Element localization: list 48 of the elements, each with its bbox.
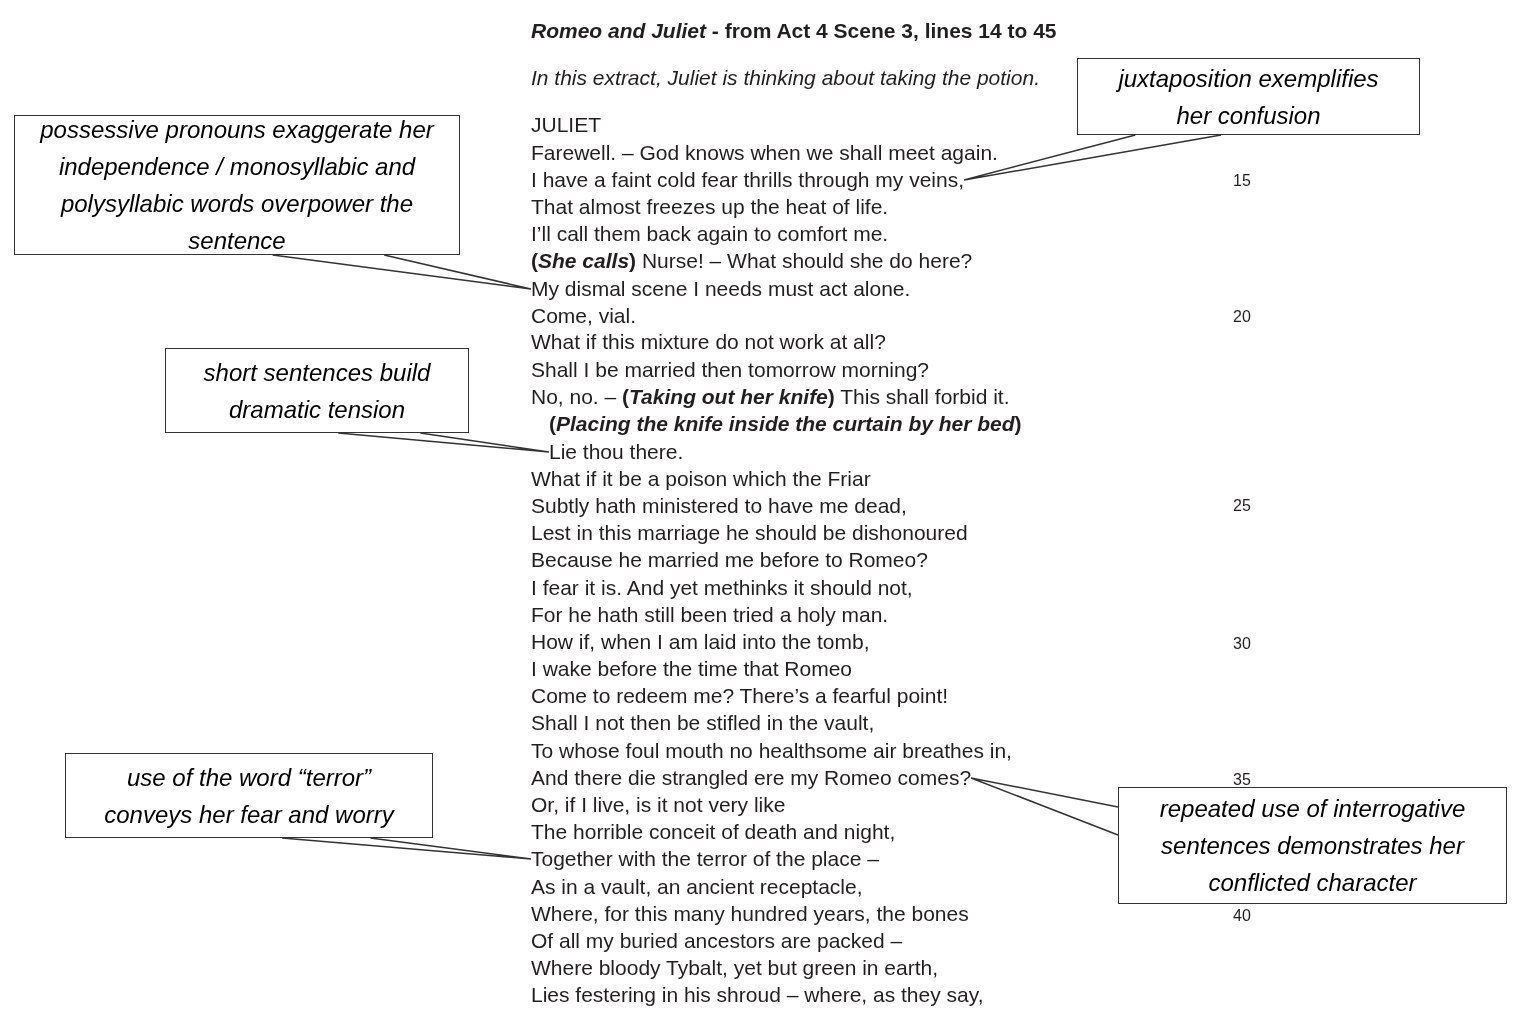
verse-line: Lies festering in his shroud – where, as they say,: [531, 982, 984, 1008]
line-number: 25: [1233, 496, 1251, 516]
verse-line: Or, if I live, is it not very like: [531, 792, 786, 818]
verse-line: For he hath still been tried a holy man.: [531, 602, 889, 628]
verse-line: Where, for this many hundred years, the bones: [531, 901, 969, 927]
verse-line: Shall I not then be stifled in the vault,: [531, 710, 875, 736]
verse-line: I fear it is. And yet methinks it should not,: [531, 575, 913, 601]
callout-pointer: [970, 777, 1119, 836]
verse-line: Come, vial.: [531, 303, 637, 329]
verse-line: I have a faint cold fear thrills through my veins,: [531, 167, 965, 193]
callout-pointer: [963, 134, 1222, 181]
verse-line: Together with the terror of the place –: [531, 846, 879, 872]
title: Romeo and Juliet - from Act 4 Scene 3, lines 14 to 45: [531, 18, 1057, 44]
verse-line: And there die strangled ere my Romeo comes?: [531, 765, 972, 791]
stage-direction: (Placing the knife inside the curtain by her bed): [549, 411, 1022, 437]
verse-line: Lest in this marriage he should be dishonoured: [531, 520, 968, 546]
verse-line: Come to redeem me? There’s a fearful point!: [531, 683, 949, 709]
verse-line: What if it be a poison which the Friar: [531, 466, 871, 492]
verse-line: Where bloody Tybalt, yet but green in earth,: [531, 955, 939, 981]
verse-line: Because he married me before to Romeo?: [531, 547, 928, 573]
verse-line: What if this mixture do not work at all?: [531, 329, 886, 355]
verse-line: As in a vault, an ancient receptacle,: [531, 874, 863, 900]
verse-line: No, no. – (Taking out her knife) This shall forbid it.: [531, 384, 1010, 410]
verse-line: (She calls) Nurse! – What should she do here?: [531, 248, 973, 274]
verse-line: I’ll call them back again to comfort me.: [531, 221, 889, 247]
verse-line: The horrible conceit of death and night,: [531, 819, 896, 845]
callout-box: juxtaposition exemplifies her confusion: [1077, 58, 1420, 135]
verse-line: Shall I be married then tomorrow morning?: [531, 357, 929, 383]
callout-box: use of the word “terror” conveys her fear and worry: [65, 753, 433, 838]
verse-line: I wake before the time that Romeo: [531, 656, 852, 682]
line-number: 40: [1233, 906, 1251, 926]
verse-line: Of all my buried ancestors are packed –: [531, 928, 903, 954]
callout-box: short sentences build dramatic tension: [165, 348, 469, 433]
verse-line: That almost freezes up the heat of life.: [531, 194, 889, 220]
line-number: 20: [1233, 307, 1251, 327]
callout-box: possessive pronouns exaggerate her independence / monosyllabic and polysyllabic words overpower the sentence: [14, 115, 460, 255]
speaker-name: JULIET: [531, 112, 601, 138]
verse-line: Lie thou there.: [549, 439, 684, 465]
verse-line: How if, when I am laid into the tomb,: [531, 629, 870, 655]
line-number: 35: [1233, 770, 1251, 790]
line-number: 30: [1233, 634, 1251, 654]
verse-line: Farewell. – God knows when we shall meet again.: [531, 140, 998, 166]
verse-line: To whose foul mouth no healthsome air breathes in,: [531, 738, 1012, 764]
intro-text: In this extract, Juliet is thinking about taking the potion.: [531, 65, 1040, 91]
verse-line: Subtly hath ministered to have me dead,: [531, 493, 907, 519]
callout-box: repeated use of interrogative sentences demonstrates her conflicted character: [1118, 787, 1507, 904]
line-number: 15: [1233, 171, 1251, 191]
verse-line: My dismal scene I needs must act alone.: [531, 276, 911, 302]
